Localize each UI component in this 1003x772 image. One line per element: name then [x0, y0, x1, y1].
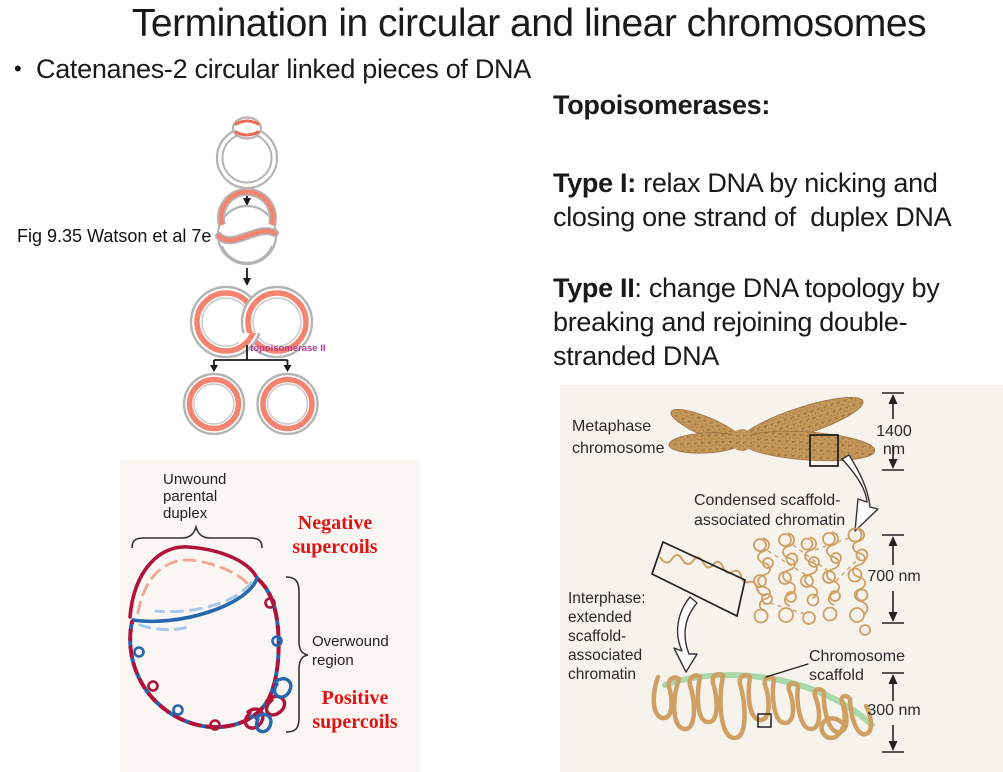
topoisomerase-ii-label: topoisomerase II — [250, 343, 326, 354]
condensed-chromatin-rosettes — [753, 527, 871, 636]
metaphase-chromosome-shape — [668, 397, 876, 462]
type1-label: Type I: — [553, 168, 636, 198]
chromosome-scaffold-arc — [662, 672, 875, 728]
type2-text-line3: stranded DNA — [553, 341, 719, 371]
topoisomerases-heading: Topoisomerases: — [553, 90, 771, 120]
zoom-box-on-chromosome — [809, 434, 839, 467]
unwound-brace — [131, 524, 263, 549]
arrow-step-2 — [243, 268, 251, 286]
bullet-marker: • — [14, 56, 22, 81]
branch-arrows — [210, 345, 292, 372]
dimension-1400nm — [882, 392, 904, 471]
type1-text-line2: closing one strand of duplex DNA — [553, 202, 952, 232]
zoom-arrow-to-300nm — [673, 596, 698, 673]
metaphase-chromosome-label: Metaphase chromosome — [572, 418, 665, 457]
interphase-zoom-box — [650, 540, 767, 618]
type1-paragraph: Type I: relax DNA by nicking and closing… — [553, 166, 973, 234]
dim-1400nm-label: 1400 nm — [876, 423, 912, 458]
bullet-item: • Catenanes-2 circular linked pieces of D… — [14, 54, 531, 85]
supercoil-diagram — [120, 460, 420, 772]
dimension-700nm — [882, 534, 904, 624]
topoisomerases-heading-block: Topoisomerases: — [553, 88, 973, 122]
figure-caption: Fig 9.35 Watson et al 7e — [17, 226, 212, 246]
type2-paragraph: Type II: change DNA topology by breaking… — [553, 271, 973, 373]
overwound-brace — [285, 576, 309, 733]
chromosome-condensation-diagram — [560, 385, 1003, 772]
dim-700nm-label: 700 nm — [867, 568, 921, 585]
catenane-replication-diagram — [182, 116, 319, 435]
zoom-arrow-to-700nm — [841, 454, 879, 532]
scaffold-pointer-line — [765, 663, 809, 678]
theta-structure — [215, 187, 279, 266]
scaffold-chromatin-loops — [651, 663, 875, 741]
chromosome-scaffold-label: Chromosome scaffold — [809, 648, 906, 684]
type1-text: relax DNA by nicking and — [635, 168, 938, 198]
unwound-parental-duplex-label: Unwound parental duplex — [163, 471, 227, 522]
resolved-circles — [182, 372, 319, 435]
type2-label: Type II — [553, 273, 635, 303]
type2-text: : change DNA topology by — [634, 273, 940, 303]
slide-title: Termination in circular and linear chrom… — [131, 2, 927, 45]
dim-300nm-label: 300 nm — [867, 702, 921, 719]
positive-supercoils-label: Positive supercoils — [312, 687, 398, 733]
negative-supercoils-label: Negative supercoils — [292, 512, 378, 558]
dimension-300nm — [882, 672, 904, 753]
type2-text-line2: breaking and rejoining double- — [553, 307, 908, 337]
overwound-twisted-rope — [128, 576, 293, 734]
overwound-region-label: Overwound region — [312, 633, 389, 669]
circular-dna-with-bubble — [215, 116, 279, 190]
small-zoom-box — [757, 713, 772, 728]
parental-duplex-arcs — [128, 545, 259, 632]
bullet-text: Catenanes-2 circular linked pieces of DN… — [36, 54, 531, 84]
interphase-chromatin-label: Interphase: extended scaffold- associate… — [568, 590, 646, 683]
catenane-linked-rings — [189, 285, 314, 359]
condensed-chromatin-label: Condensed scaffold- associated chromatin — [694, 492, 846, 529]
